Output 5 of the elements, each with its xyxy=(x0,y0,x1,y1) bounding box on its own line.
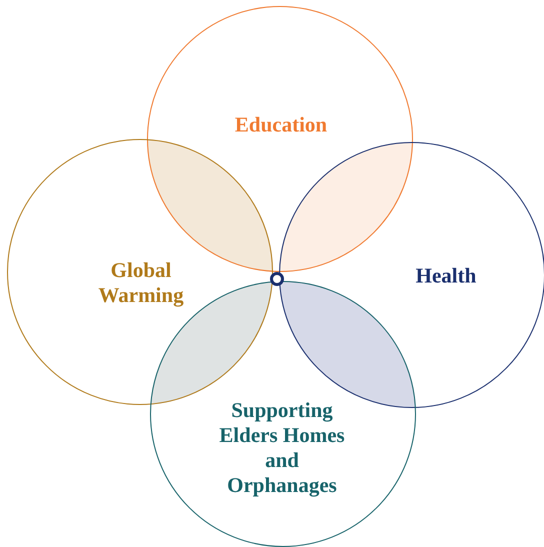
circle-label: Supporting Elders Homes and Orphanages xyxy=(218,398,346,498)
circle-label: Education xyxy=(234,112,328,138)
center-circle xyxy=(270,272,284,286)
circle-label: Global Warming xyxy=(97,258,185,308)
circle-label: Health xyxy=(414,264,478,288)
